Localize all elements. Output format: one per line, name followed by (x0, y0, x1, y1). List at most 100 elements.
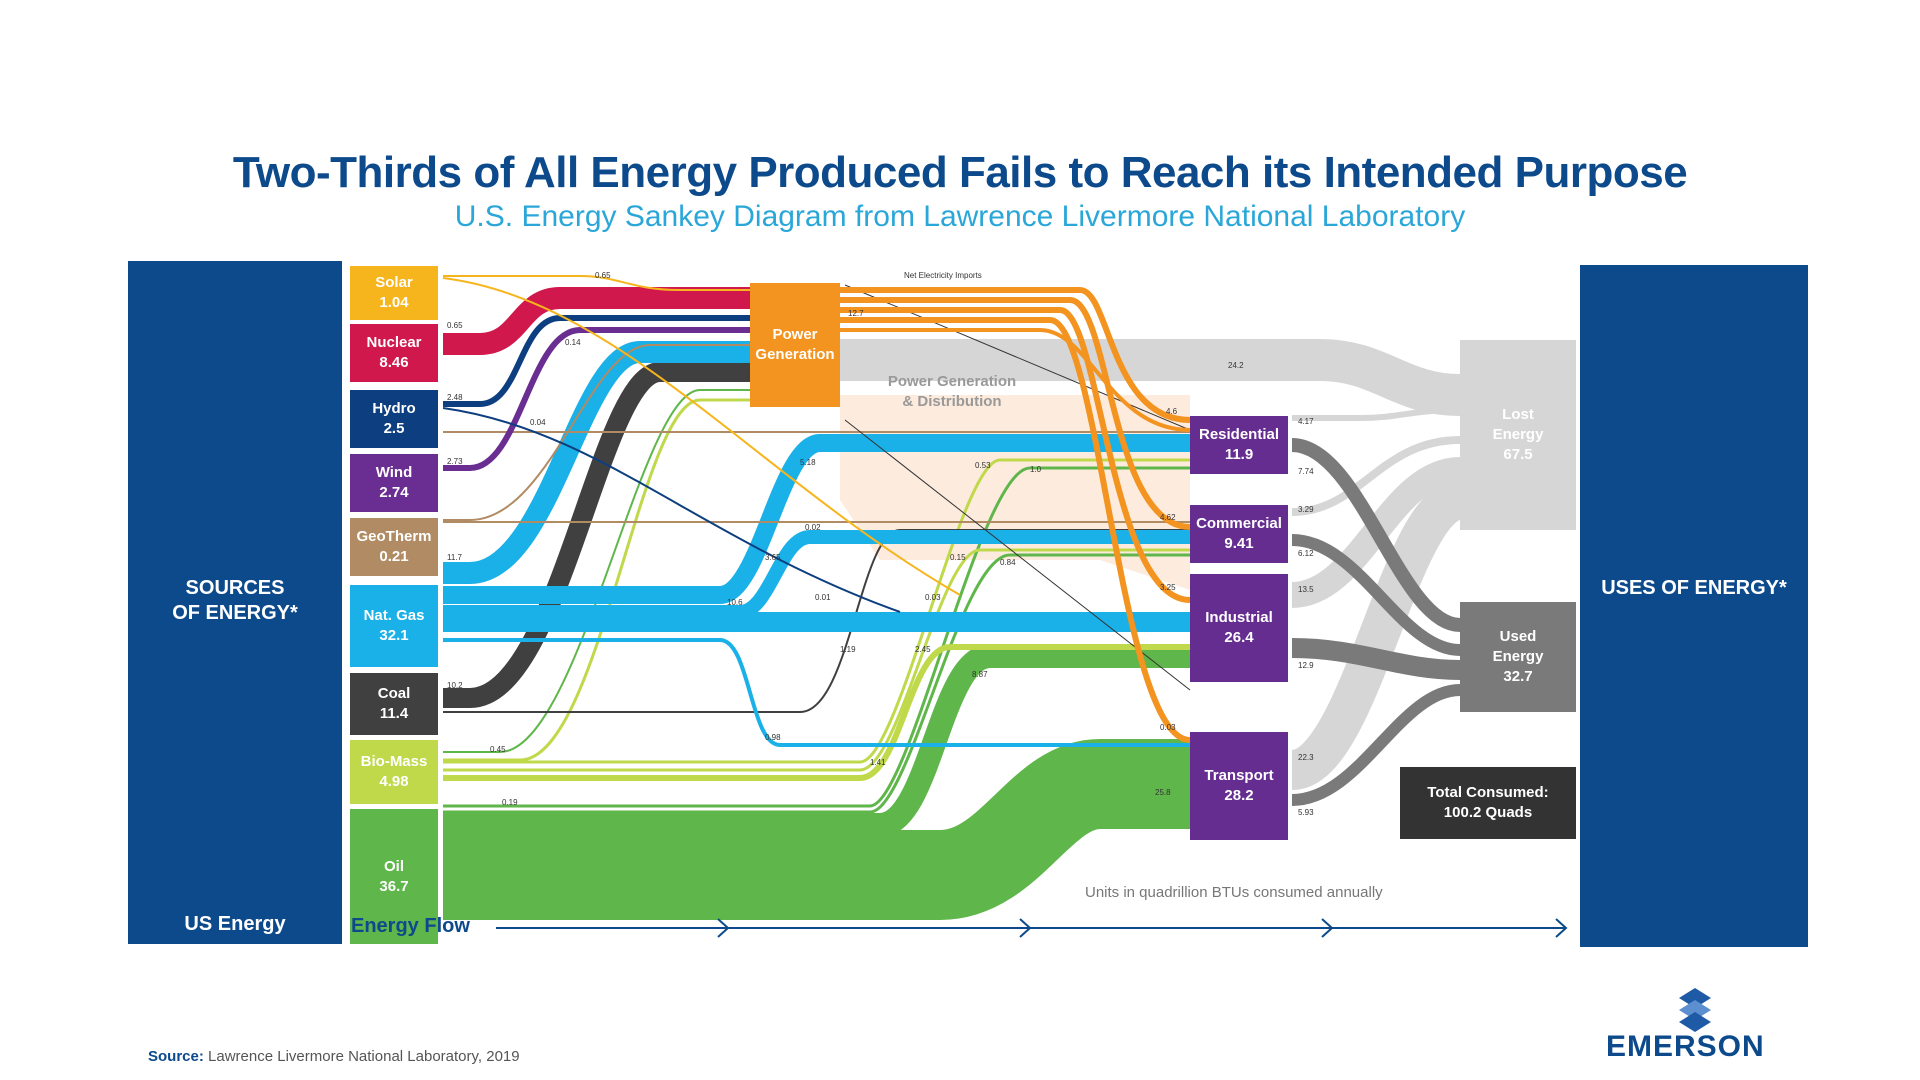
source-name: Nat. Gas (363, 607, 425, 624)
num-coal-com: 0.01 (815, 593, 831, 602)
num-coal-ind: 0.03 (925, 593, 941, 602)
node-line: Generation (755, 346, 835, 363)
outcome-line: Energy (1492, 426, 1544, 443)
hydro-flow-pg (443, 315, 760, 407)
source-geotherm: GeoTherm 0.21 (350, 518, 438, 576)
num-com-used: 6.12 (1298, 549, 1314, 558)
source-value: 36.7 (379, 877, 409, 895)
outcome-line: Energy (1492, 648, 1544, 665)
bio-flow-b (443, 548, 1190, 772)
total-line: 100.2 Quads (1443, 804, 1533, 821)
source-name: Nuclear (366, 334, 422, 351)
num-pg-res: 4.6 (1166, 407, 1178, 416)
source-name: Solar (375, 274, 413, 291)
sector-name: Commercial (1196, 515, 1282, 532)
bio-flow-c (443, 458, 1190, 764)
net-import-line-2 (844, 419, 1191, 691)
source-value: 2.5 (383, 420, 405, 437)
num-geo-res: 0.02 (805, 523, 821, 532)
energy-flow-label: Energy Flow (351, 915, 470, 937)
source-name: Hydro (372, 400, 416, 417)
num-oil-ind: 8.87 (972, 670, 988, 679)
num-oil-com: 0.84 (1000, 558, 1016, 567)
gas-flow-pg (443, 341, 760, 584)
source-hydro: Hydro 2.5 (350, 390, 438, 448)
uses-heading: USES OF ENERGY* (1601, 577, 1787, 599)
distribution-label: Power Generation & Distribution (872, 372, 1032, 412)
source-nuclear: Nuclear 8.46 (350, 324, 438, 382)
num-tr-lost: 22.3 (1298, 753, 1314, 762)
arrow-head-1 (717, 918, 730, 938)
oil-flow-commercial (443, 553, 1190, 814)
num-gas-tr: 1.19 (840, 645, 856, 654)
source-value: 0.21 (379, 548, 409, 565)
arrow-head-3 (1321, 918, 1334, 938)
sources-panel: SOURCES OF ENERGY* US Energy (128, 261, 342, 944)
num-oil-res: 1.0 (1030, 465, 1042, 474)
num-ind-used: 12.9 (1298, 661, 1314, 670)
num-ind-lost: 13.5 (1298, 585, 1314, 594)
gas-flow-res (443, 434, 1190, 604)
num-pg-top: 12.7 (848, 309, 864, 318)
num-oil-tr: 25.8 (1155, 788, 1171, 797)
distribution-line: & Distribution (902, 393, 1002, 410)
nuclear-flow-pg (443, 287, 760, 355)
sector-value: 9.41 (1224, 535, 1254, 552)
num-pg-lost: 24.2 (1228, 361, 1244, 370)
solar-flow-res (442, 277, 961, 596)
distribution-line: Power Generation (887, 373, 1017, 390)
source-name: Wind (375, 464, 413, 481)
source-label: Source: (148, 1048, 204, 1065)
hydro-flow-line (442, 407, 901, 613)
source-name: Coal (377, 685, 411, 702)
emerson-logo-icon (1679, 988, 1711, 1032)
num-bio-a: 0.45 (490, 745, 506, 754)
units-note: Units in quadrillion BTUs consumed annua… (1085, 884, 1383, 901)
source-value: 8.46 (379, 354, 409, 371)
num-bio-com: 0.15 (950, 553, 966, 562)
gas-flow-tr (443, 638, 1190, 747)
res-lost-flow (1292, 407, 1461, 421)
num-gas-tr2: 0.98 (765, 733, 781, 742)
pg-lost-flow (840, 339, 1461, 416)
sector-name: Residential (1198, 426, 1280, 443)
com-used-flow (1291, 534, 1461, 656)
outcome-line: Lost (1502, 406, 1534, 423)
tr-used-flow (1291, 684, 1461, 806)
num-res-lost: 4.17 (1298, 417, 1314, 426)
outcome-value: 67.5 (1503, 446, 1533, 463)
total-consumed-node: Total Consumed: 100.2 Quads (1400, 767, 1576, 839)
source-citation: Source: Lawrence Livermore National Labo… (148, 1048, 520, 1065)
source-name: GeoTherm (356, 528, 432, 545)
num-hydro-pg: 2.48 (447, 393, 463, 402)
outcome-value: 32.7 (1503, 668, 1533, 685)
source-value: 4.98 (379, 773, 409, 790)
sector-value: 28.2 (1224, 787, 1254, 804)
pg-to-com (840, 297, 1191, 530)
num-wind-pg: 2.73 (447, 457, 463, 466)
pg-to-res (840, 287, 1191, 423)
solar-flow-pg (443, 275, 760, 291)
source-value: 11.4 (379, 705, 409, 722)
ind-used-flow (1291, 638, 1461, 680)
num-pg-tr: 0.03 (1160, 723, 1176, 732)
sources-heading-2: OF ENERGY* (172, 602, 298, 624)
arrow-head-2 (1019, 918, 1032, 938)
source-value: 1.04 (379, 294, 409, 311)
sector-value: 11.9 (1224, 446, 1254, 463)
source-text: Lawrence Livermore National Laboratory, … (208, 1048, 520, 1065)
num-com-lost: 3.29 (1298, 505, 1314, 514)
num-geo-pg: 0.04 (530, 418, 546, 427)
tr-lost-flow (1288, 480, 1465, 790)
bio-flow-pg1 (443, 398, 760, 762)
node-line: Power (772, 326, 818, 343)
num-gas-ind: 10.6 (727, 598, 743, 607)
wind-flow-pg (443, 327, 760, 471)
oil-flow-transport (443, 739, 1190, 920)
pg-to-extra (840, 328, 1191, 432)
uses-panel: USES OF ENERGY* (1580, 265, 1808, 947)
